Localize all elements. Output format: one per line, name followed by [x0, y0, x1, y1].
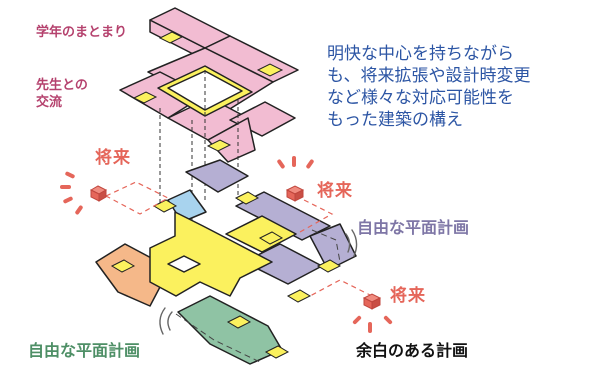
label-margin-plan: 余白のある計画: [356, 341, 469, 360]
expansion-outlines: [105, 181, 373, 297]
lower-plan: [95, 159, 357, 365]
label-teacher-interaction-line2: 交流: [36, 95, 63, 110]
description-line-2: も、将来拡張や設計時変更: [327, 66, 531, 86]
description-text: 明快な中心を持ちながら も、将来拡張や設計時変更 など様々な対応可能性を もった…: [327, 43, 531, 131]
label-teacher-interaction-line1: 先生との: [36, 78, 88, 93]
label-future-1: 将来: [95, 148, 131, 168]
lower-yellow-blocks: [110, 191, 342, 359]
flex-arcs: [159, 229, 358, 335]
upper-plan: [119, 7, 299, 163]
description-line-1: 明快な中心を持ちながら: [327, 44, 514, 64]
upper-yellow-blocks: [132, 31, 284, 152]
margin-outlines: [175, 229, 341, 363]
label-grade-gathering: 学年のまとまり: [36, 25, 128, 40]
label-free-plan-left: 自由な平面計画: [28, 341, 141, 360]
label-future-2: 将来: [317, 181, 353, 201]
future-marker-2: [277, 156, 314, 202]
description-line-4: もった建築の構え: [327, 110, 463, 130]
label-free-plan-right: 自由な平面計画: [357, 218, 470, 237]
label-future-3: 将来: [390, 286, 426, 306]
future-marker-1: [60, 171, 108, 215]
description-line-3: など様々な対応可能性を: [327, 88, 514, 108]
future-marker-3: [352, 293, 393, 333]
